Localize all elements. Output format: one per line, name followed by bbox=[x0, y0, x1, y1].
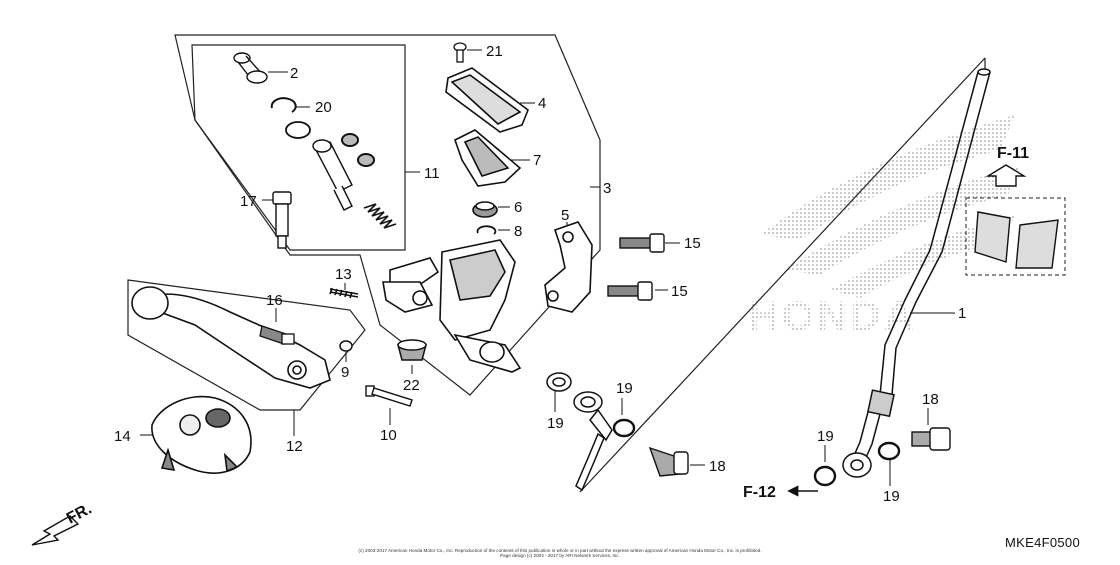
ref-f12[interactable]: F-12 bbox=[743, 484, 776, 501]
copyright-notice: (c) 2003-2017 American Honda Motor Co., … bbox=[300, 548, 820, 558]
master-cylinder-holder bbox=[544, 221, 593, 313]
callout-14[interactable]: 14 bbox=[114, 428, 131, 445]
adjuster-bolt bbox=[259, 325, 295, 345]
pad-b bbox=[1015, 219, 1059, 269]
callout-16[interactable]: 16 bbox=[266, 292, 283, 309]
callout-19-a[interactable]: 19 bbox=[547, 415, 564, 432]
callout-11[interactable]: 11 bbox=[424, 165, 440, 182]
front-direction-indicator: FR. bbox=[31, 500, 95, 546]
honda-wing-watermark: HONDA bbox=[748, 115, 1020, 339]
long-brake-hose bbox=[842, 68, 991, 478]
holder-bolt-lower bbox=[607, 281, 653, 301]
f11-inset bbox=[965, 164, 1066, 276]
piston-washer bbox=[285, 121, 311, 139]
copyright-line-1: (c) 2003-2017 American Honda Motor Co., … bbox=[358, 548, 762, 553]
sealing-washer-b bbox=[612, 418, 636, 438]
oil-bolt-right bbox=[911, 427, 951, 451]
piston-spring bbox=[363, 203, 397, 229]
assembly-outlines bbox=[127, 34, 986, 493]
leader-lines bbox=[140, 49, 955, 486]
oil-bolt-left bbox=[648, 446, 689, 477]
honda-watermark-text: HONDA bbox=[748, 292, 917, 339]
callout-9[interactable]: 9 bbox=[341, 364, 349, 381]
callout-3[interactable]: 3 bbox=[603, 180, 611, 197]
callout-15-lower[interactable]: 15 bbox=[671, 283, 688, 300]
callout-17[interactable]: 17 bbox=[240, 193, 257, 210]
lever-spring bbox=[329, 287, 359, 299]
diagram-code: MKE4F0500 bbox=[1005, 535, 1080, 550]
callout-5[interactable]: 5 bbox=[561, 207, 569, 224]
diaphragm-plate bbox=[472, 201, 498, 218]
callout-13[interactable]: 13 bbox=[335, 266, 352, 283]
hose-outline-left bbox=[579, 57, 986, 493]
callout-20[interactable]: 20 bbox=[315, 99, 332, 116]
callout-10[interactable]: 10 bbox=[380, 427, 397, 444]
sealing-washer-d bbox=[877, 441, 901, 461]
piston-set-outline bbox=[191, 44, 406, 251]
callout-1[interactable]: 1 bbox=[958, 305, 966, 322]
copyright-line-2: Page design (c) 2004 - 2017 by ARI Netwo… bbox=[500, 553, 620, 558]
callout-21[interactable]: 21 bbox=[486, 43, 503, 60]
master-cylinder-body bbox=[382, 239, 522, 373]
lever-cover bbox=[151, 395, 252, 474]
reservoir-cap bbox=[445, 67, 529, 133]
push-rod bbox=[365, 385, 413, 407]
callout-18-right[interactable]: 18 bbox=[922, 391, 939, 408]
callout-7[interactable]: 7 bbox=[533, 152, 541, 169]
callout-22[interactable]: 22 bbox=[403, 377, 420, 394]
callout-15-upper[interactable]: 15 bbox=[684, 235, 701, 252]
callout-19-c[interactable]: 19 bbox=[817, 428, 834, 445]
lever-assembly-outline bbox=[127, 279, 366, 411]
circlip bbox=[270, 97, 297, 113]
cap-screw bbox=[453, 42, 467, 63]
piston bbox=[312, 139, 353, 211]
push-rod-boot bbox=[397, 339, 427, 361]
lever-collar bbox=[339, 340, 353, 352]
master-cylinder-assembly-outline bbox=[174, 34, 601, 396]
pivot-bolt bbox=[272, 191, 292, 249]
brake-lever bbox=[131, 286, 331, 389]
upper-brake-hose bbox=[546, 372, 613, 492]
holder-bolt-upper bbox=[619, 233, 665, 253]
callout-19-b[interactable]: 19 bbox=[616, 380, 633, 397]
reservoir-ring bbox=[476, 225, 497, 235]
callout-4[interactable]: 4 bbox=[538, 95, 546, 112]
piston-cups bbox=[341, 133, 375, 167]
callout-18-left[interactable]: 18 bbox=[709, 458, 726, 475]
callout-6[interactable]: 6 bbox=[514, 199, 522, 216]
callout-labels: 1 2 3 4 5 6 7 8 9 10 11 12 13 14 15 15 1… bbox=[114, 43, 966, 505]
callout-19-d[interactable]: 19 bbox=[883, 488, 900, 505]
callout-12[interactable]: 12 bbox=[286, 438, 303, 455]
f11-up-arrow-icon bbox=[985, 164, 1027, 187]
callout-2[interactable]: 2 bbox=[290, 65, 298, 82]
front-arrow-icon bbox=[31, 515, 80, 546]
piston-cap bbox=[233, 52, 268, 84]
ref-f11[interactable]: F-11 bbox=[997, 145, 1029, 162]
sealing-washer-c bbox=[813, 465, 837, 487]
callout-8[interactable]: 8 bbox=[514, 223, 522, 240]
diaphragm bbox=[454, 129, 522, 187]
pad-a bbox=[974, 211, 1011, 263]
